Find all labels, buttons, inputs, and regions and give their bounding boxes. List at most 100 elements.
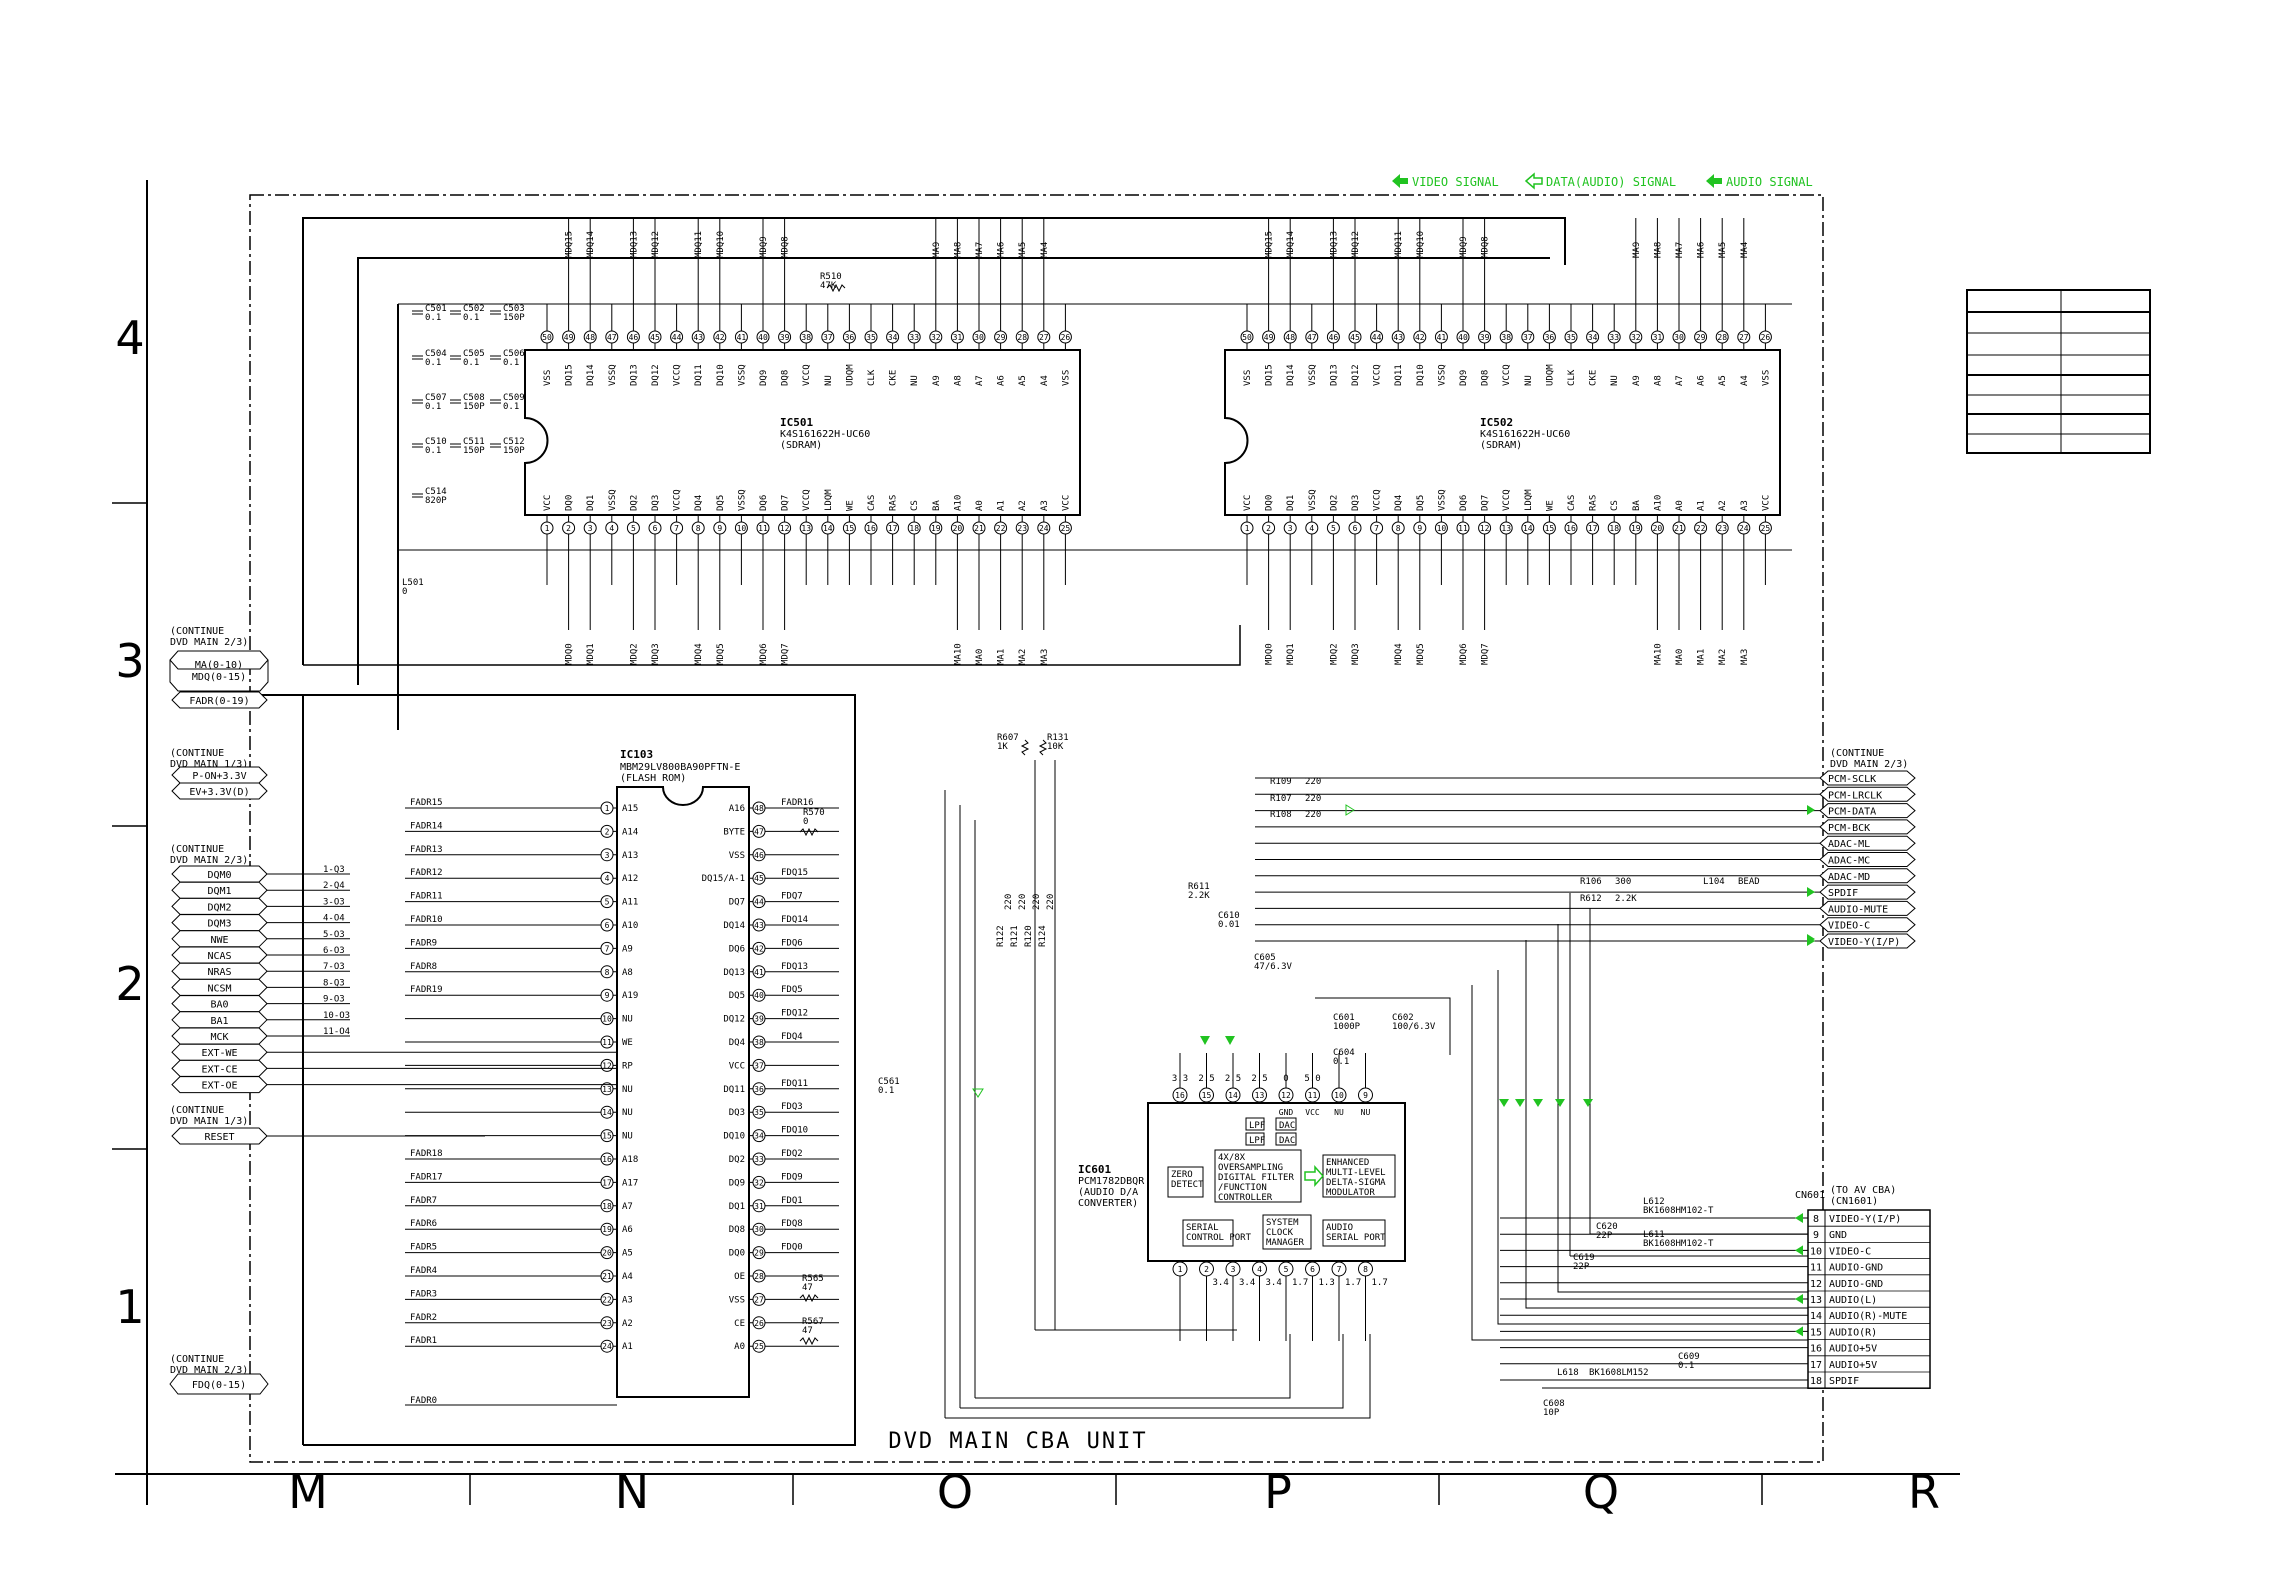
pin-marker xyxy=(886,521,900,535)
pin-marker xyxy=(540,521,554,535)
voltage-label: 1.3 xyxy=(1319,1278,1335,1288)
pin-name: DQ10 xyxy=(1416,364,1426,386)
pin-number: 43 xyxy=(693,333,703,342)
bus-label: MDQ1 xyxy=(586,643,596,665)
bus-lines xyxy=(250,217,1792,1446)
pin-number: 28 xyxy=(754,1272,764,1281)
connector-label: AUDIO(L) xyxy=(1829,1295,1877,1306)
pin-number: 43 xyxy=(1393,333,1403,342)
pin-name: DQ14 xyxy=(1286,364,1296,386)
pin-number: 17 xyxy=(888,524,898,533)
sdram-body xyxy=(524,349,1081,516)
pin-number: 21 xyxy=(1674,524,1684,533)
pin-number: 27 xyxy=(1039,333,1049,342)
pin-number: 8 xyxy=(696,524,701,533)
video-signal-arrow-icon xyxy=(1392,174,1408,188)
pin-number: 17 xyxy=(602,1178,612,1187)
voltage-label: 1.7 xyxy=(1292,1278,1308,1288)
modulator-block-text: ENHANCED xyxy=(1326,1158,1369,1168)
bus-label: MDQ8 xyxy=(781,236,791,258)
net-label: FDQ9 xyxy=(781,1172,803,1182)
ic-ref-label: IC601 xyxy=(1078,1163,1111,1176)
bus-label: MA4 xyxy=(1740,242,1750,258)
pin-marker xyxy=(734,521,748,535)
pin-number: 36 xyxy=(1545,333,1555,342)
pin-number: 13 xyxy=(801,524,811,533)
pin-marker xyxy=(605,330,619,344)
ref-label: 2-Q4 xyxy=(323,881,345,891)
pin-number: 16 xyxy=(866,524,876,533)
lpf-block xyxy=(1245,1132,1265,1146)
pin-marker xyxy=(1564,521,1578,535)
pin-number: 5 xyxy=(605,898,610,907)
pin-number: 41 xyxy=(1437,333,1447,342)
component-value: 22P xyxy=(1596,1231,1613,1241)
pin-number: 42 xyxy=(715,333,725,342)
net-label: FADR9 xyxy=(410,938,437,948)
bus-label: MDQ12 xyxy=(651,231,661,258)
pin-marker xyxy=(1694,330,1708,344)
pin-number: 12 xyxy=(1281,1091,1291,1100)
pin-number: 1 xyxy=(545,524,550,533)
component-ref: R122 xyxy=(996,925,1006,947)
pin-marker xyxy=(1758,521,1772,535)
pin-number: 14 xyxy=(823,524,833,533)
component-value: 47 xyxy=(802,1283,813,1293)
pin-marker xyxy=(929,521,943,535)
modulator-block xyxy=(1322,1154,1396,1198)
serial-control-block-text: SERIAL xyxy=(1186,1223,1219,1233)
pin-number: 17 xyxy=(1810,1360,1822,1371)
net-label: FADR8 xyxy=(410,962,437,972)
pin-name: A3 xyxy=(1040,500,1050,511)
pin-number: 38 xyxy=(801,333,811,342)
bus-label: MA5 xyxy=(1718,242,1728,258)
pin-name: VSSQ xyxy=(737,364,747,386)
pin-name: RAS xyxy=(1589,495,1599,511)
bus-label: MA6 xyxy=(997,242,1007,258)
pin-number: 39 xyxy=(1480,333,1490,342)
bus-label: MA1 xyxy=(997,649,1007,665)
pin-marker xyxy=(799,330,813,344)
pin-marker xyxy=(778,330,792,344)
pin-marker xyxy=(600,918,614,932)
connector-tag xyxy=(1819,852,1916,867)
pin-number: 20 xyxy=(1653,524,1663,533)
cap-value: 0.1 xyxy=(425,446,441,456)
pin-name: DQ3 xyxy=(651,495,661,511)
dac-block xyxy=(1275,1132,1297,1146)
pin-name: VSSQ xyxy=(1308,489,1318,511)
component-ref: R107 xyxy=(1270,794,1292,804)
pin-name: A4 xyxy=(1740,375,1750,386)
connector-label: MA(0-10) xyxy=(195,660,243,671)
connector-label: VIDEO-C xyxy=(1829,1246,1871,1257)
net-label: FADR19 xyxy=(410,985,443,995)
connector-body xyxy=(1807,1209,1931,1389)
pin-name: NU xyxy=(1334,1108,1344,1117)
pin-marker xyxy=(799,521,813,535)
pin-number: 11 xyxy=(1458,524,1468,533)
bus-label: MDQ10 xyxy=(716,231,726,258)
connector-label: AUDIO(R) xyxy=(1829,1327,1877,1338)
pin-marker xyxy=(752,988,766,1002)
pin-number: 12 xyxy=(1810,1279,1822,1290)
pin-number: 6 xyxy=(605,921,610,930)
pin-name: VSS xyxy=(1243,370,1253,386)
zero-detect-block-text: ZERO xyxy=(1171,1170,1193,1180)
data-audio-signal-arrow-icon xyxy=(1524,172,1543,190)
resistor-symbol xyxy=(1020,739,1030,756)
pin-name: CKE xyxy=(889,370,899,386)
clock-manager-block-text: CLOCK xyxy=(1266,1228,1294,1238)
pin-number: 15 xyxy=(602,1132,612,1141)
audio-serial-block-text: AUDIO xyxy=(1326,1223,1353,1233)
pin-name: VCC xyxy=(729,1061,745,1071)
net-label: FDQ5 xyxy=(781,985,803,995)
component-ref: R108 xyxy=(1270,810,1292,820)
ic502-sdram: IC502K4S161622H-UC60(SDRAM)50VSS1VCC49DQ… xyxy=(1224,218,1781,665)
pin-number: 22 xyxy=(602,1295,612,1304)
pin-name: A3 xyxy=(622,1295,633,1305)
connector-label: DQM3 xyxy=(207,919,231,930)
pin-number: 7 xyxy=(605,944,610,953)
pin-name: CE xyxy=(734,1319,745,1329)
pin-number: 34 xyxy=(1588,333,1598,342)
